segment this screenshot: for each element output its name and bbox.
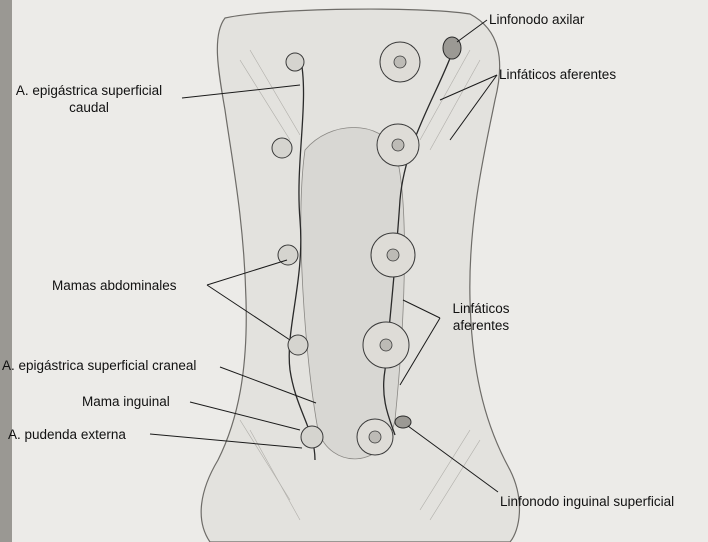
label-linfaticos-aferentes-mid-line2: aferentes	[436, 317, 526, 334]
left-mamma-2	[272, 138, 292, 158]
left-mamma-1	[286, 53, 304, 71]
label-mamas-abdominales: Mamas abdominales	[52, 277, 177, 294]
label-epigastrica-caudal: A. epigástrica superficial caudal	[0, 82, 178, 116]
label-linfonodo-axilar: Linfonodo axilar	[489, 11, 584, 28]
label-linfaticos-aferentes-top: Linfáticos aferentes	[499, 66, 616, 83]
label-linfonodo-inguinal: Linfonodo inguinal superficial	[500, 493, 674, 510]
left-mamma-4	[288, 335, 308, 355]
axillary-lymph-node	[443, 37, 461, 59]
label-pudenda-externa: A. pudenda externa	[8, 426, 126, 443]
abdomen-center-shadow	[301, 128, 405, 459]
label-linfaticos-aferentes-mid: Linfáticos aferentes	[436, 300, 526, 334]
label-epigastrica-caudal-line2: caudal	[0, 99, 178, 116]
label-epigastrica-craneal: A. epigástrica superficial craneal	[2, 357, 196, 374]
label-linfaticos-aferentes-mid-line1: Linfáticos	[436, 300, 526, 317]
label-epigastrica-caudal-line1: A. epigástrica superficial	[0, 82, 178, 99]
label-mama-inguinal: Mama inguinal	[82, 393, 170, 410]
left-mamma-5	[301, 426, 323, 448]
